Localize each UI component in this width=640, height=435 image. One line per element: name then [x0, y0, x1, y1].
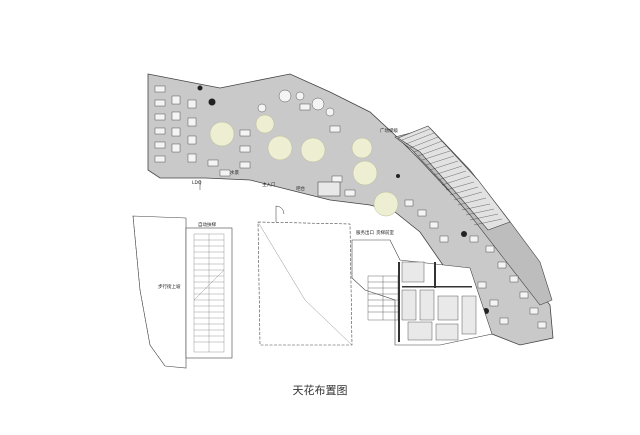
bar-counter [317, 181, 341, 197]
central-hall-roof-line [257, 221, 353, 346]
round-tables [257, 89, 335, 117]
entrance-doors [199, 180, 285, 222]
ceiling-lights [209, 114, 399, 217]
dining-strip [394, 127, 553, 306]
label-bar: 吧台 [296, 185, 305, 192]
drawing-caption: 天花布置图 [292, 384, 348, 397]
walkway-building-hatch [132, 215, 166, 367]
dining-tables-right [404, 199, 547, 329]
central-hall [257, 221, 353, 346]
label-water-feature: 水景 [230, 169, 239, 176]
label-goods-hall: 货梯前室 [376, 229, 394, 236]
label-ldq: LDQ [192, 180, 202, 186]
label-plaza-steps: 广场梯级 [380, 127, 398, 134]
escalator-steps [193, 233, 225, 353]
dining-tables-left [154, 85, 356, 197]
service-walls [398, 262, 472, 342]
label-main-entrance: 主入口 [262, 181, 276, 188]
label-ramp-up: 步行街上坡 [158, 283, 181, 290]
walkway-building [132, 215, 187, 369]
plaza-steps [397, 125, 511, 231]
label-service-exit: 服务出口 [356, 229, 374, 236]
service-rooms [401, 261, 477, 341]
label-auto-walkway: 自动扶梯 [198, 221, 216, 228]
